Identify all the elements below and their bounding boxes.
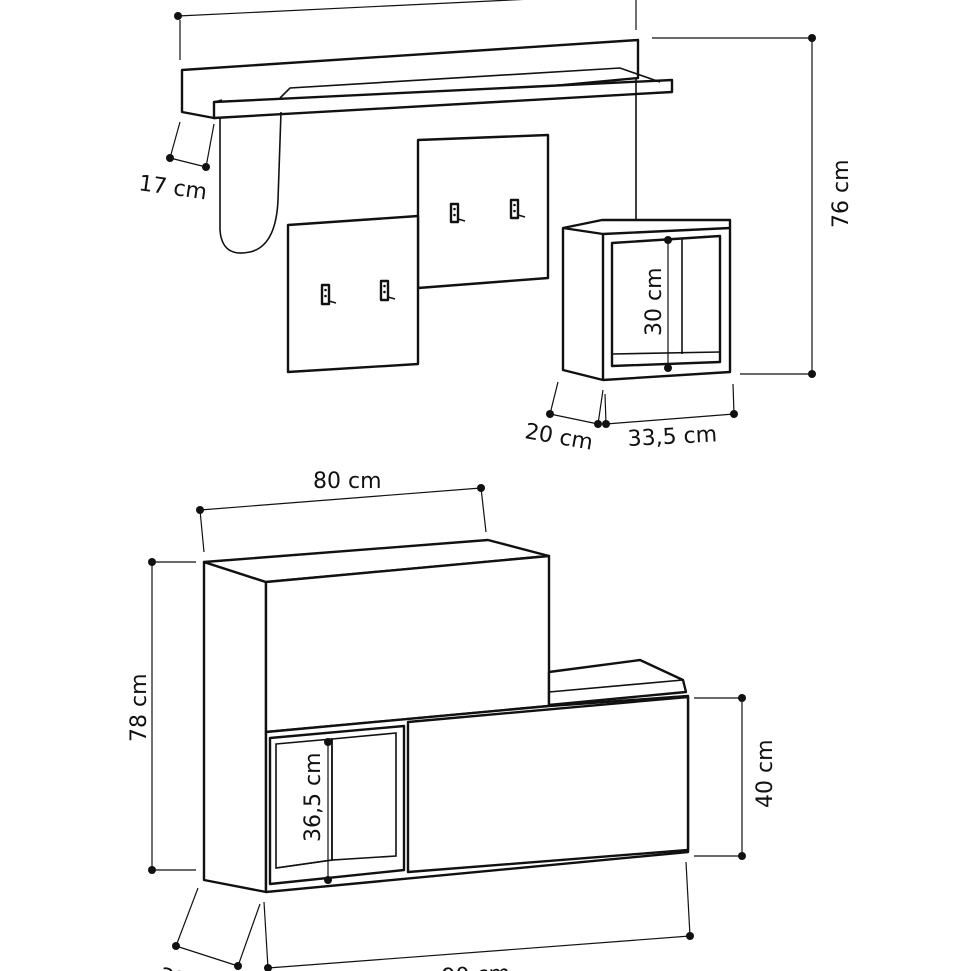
- label-cabinet-width: 80 cm: [313, 469, 382, 494]
- hanging-cable-left: [219, 111, 282, 254]
- hook-panel-upper: [416, 133, 550, 290]
- upper-flap-door: [264, 554, 551, 734]
- dim-cabinet-height: 78 cm: [127, 558, 196, 874]
- coat-hook-icon: [320, 283, 337, 306]
- dim-cubby-height: 36,5 cm: [301, 738, 332, 884]
- label-cabinet-height: 78 cm: [127, 673, 152, 742]
- label-cubby-height: 36,5 cm: [301, 752, 326, 842]
- cube-box: [561, 218, 732, 382]
- shoe-cabinet: 80 cm 78 cm 40 cm 36,5 cm: [127, 469, 778, 971]
- lower-door: [406, 695, 690, 874]
- open-cubby: [268, 724, 406, 886]
- dim-shelf-width: [174, 0, 637, 60]
- label-box-depth: 20 cm: [523, 419, 595, 456]
- dim-box-width: 33,5 cm: [602, 383, 738, 452]
- wall-unit: 17 cm 76 cm 30 cm 20 cm: [137, 0, 854, 456]
- label-box-width: 33,5 cm: [627, 422, 718, 452]
- label-low-height: 40 cm: [753, 739, 778, 808]
- label-shelf-depth: 17 cm: [137, 171, 208, 205]
- label-cabinet-depth: 32: [157, 964, 190, 971]
- dim-low-height: 40 cm: [694, 694, 778, 860]
- wall-shelf: [180, 38, 674, 120]
- dim-shelf-depth: 17 cm: [137, 121, 215, 205]
- cabinet-side-panel: [202, 560, 268, 894]
- dim-total-height: 76 cm: [652, 34, 854, 378]
- dim-cabinet-total-width: 90 cm: [263, 861, 694, 971]
- dim-cabinet-depth: 32: [157, 887, 261, 971]
- dim-box-height: 30 cm: [642, 236, 672, 372]
- label-cabinet-total-width: 90 cm: [441, 961, 511, 971]
- dim-box-depth: 20 cm: [523, 381, 604, 456]
- label-box-height: 30 cm: [642, 267, 667, 336]
- cabinet-base: [265, 851, 689, 893]
- coat-hook-icon: [449, 202, 466, 224]
- label-total-height: 76 cm: [829, 159, 854, 228]
- hook-panel-lower: [286, 214, 420, 374]
- bench-cushion: [547, 658, 688, 707]
- coat-hook-icon: [379, 279, 396, 302]
- coat-hook-icon: [509, 198, 526, 220]
- dim-cabinet-width: 80 cm: [196, 469, 487, 553]
